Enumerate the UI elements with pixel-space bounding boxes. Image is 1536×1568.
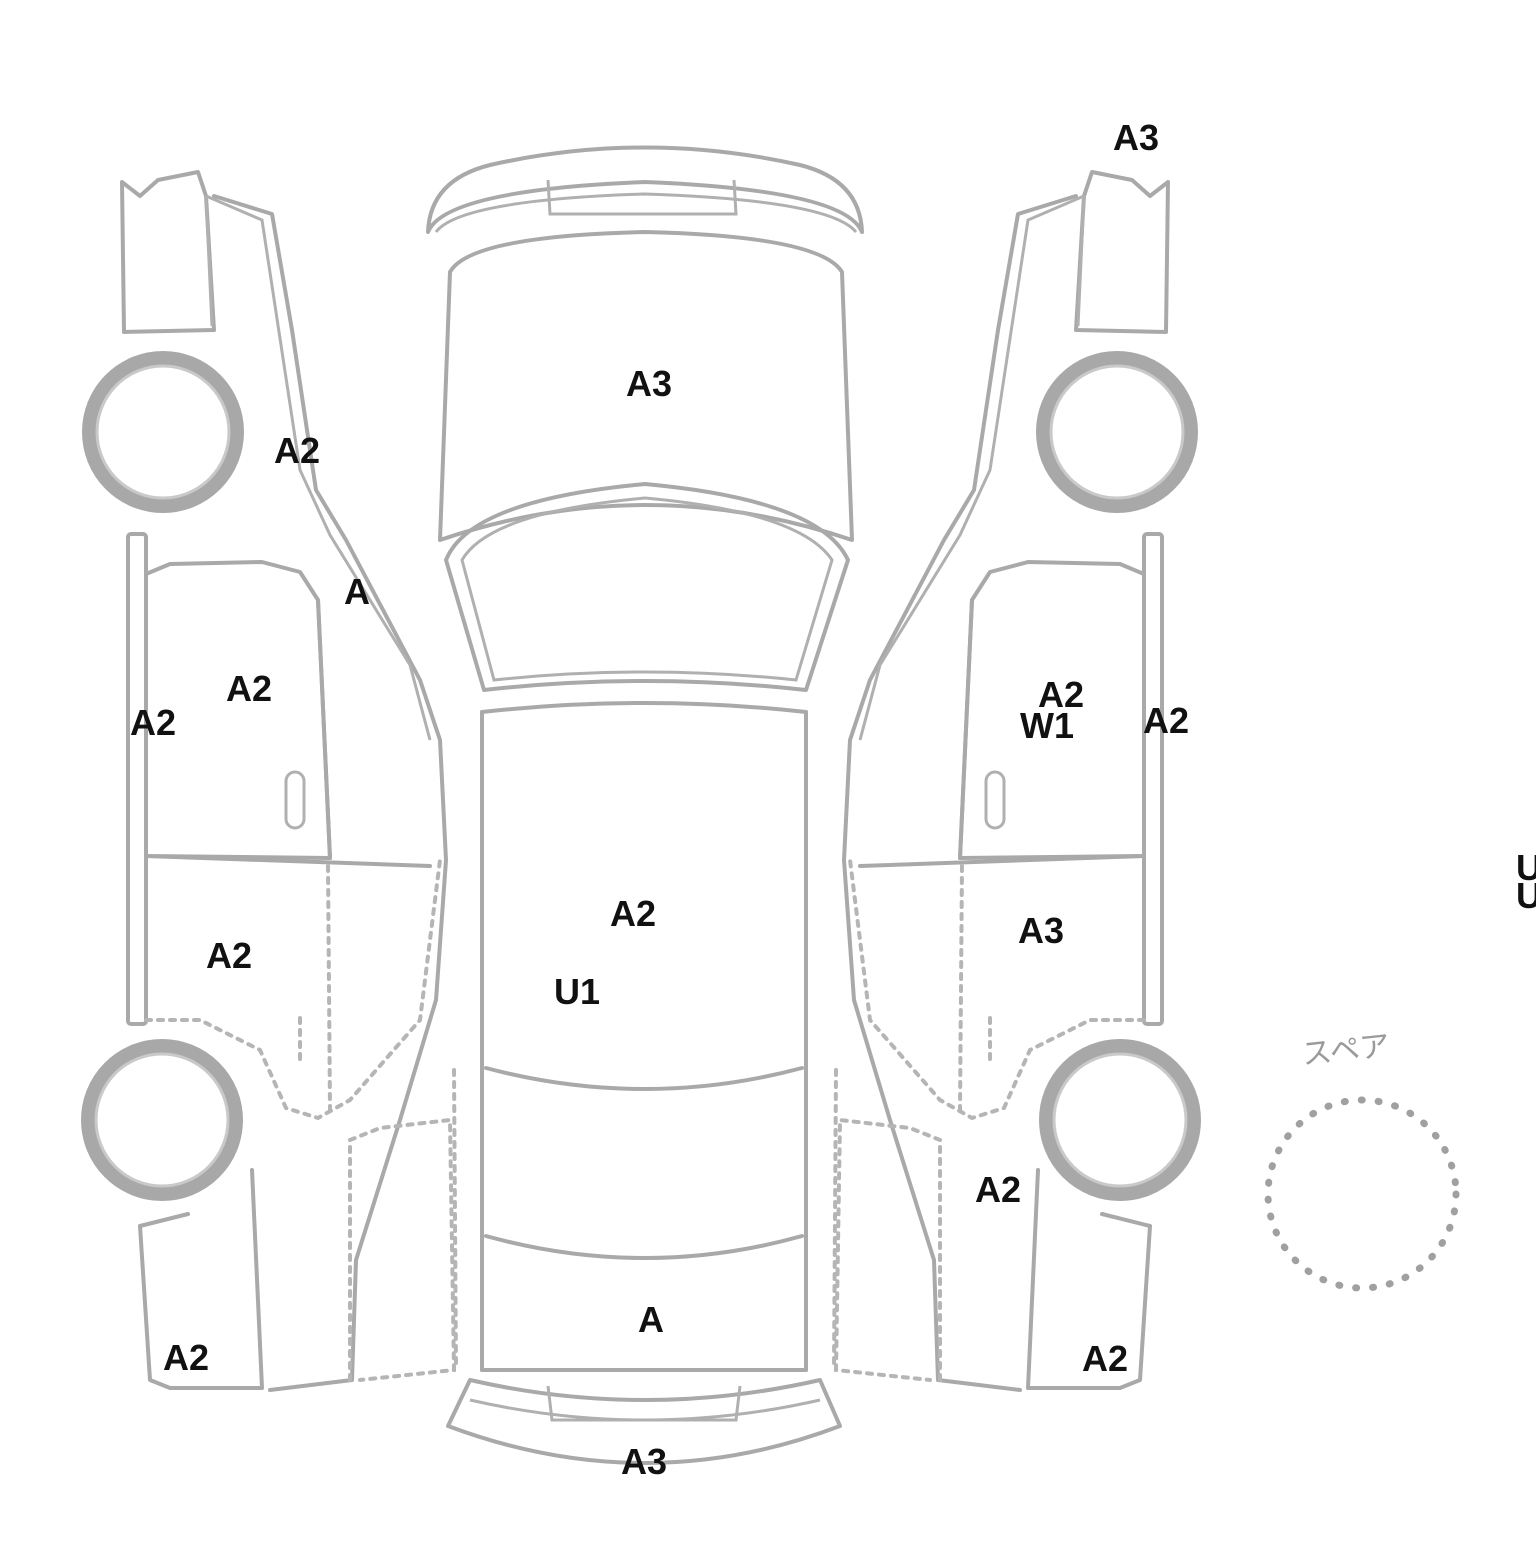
- label-roof: A2: [610, 893, 657, 934]
- right-rear-quarter-outline: [1026, 1168, 1152, 1390]
- label-hood: A3: [626, 363, 673, 404]
- label-left-a-pillar: A: [344, 571, 370, 612]
- left-rocker-outline: [126, 532, 148, 1026]
- label-right-rear-door: A3: [1018, 910, 1065, 951]
- label-right-front-door-secondary: W1: [1020, 705, 1074, 746]
- rear-window-outline: [484, 1066, 804, 1091]
- label-right-front-fender: A3: [1113, 117, 1160, 158]
- top-view: [426, 145, 864, 1465]
- hood-outline: [438, 230, 854, 542]
- label-rear-bumper: A3: [621, 1441, 668, 1482]
- right-front-fender-outline: [842, 194, 1078, 1392]
- label-cut-off-1: U: [1516, 850, 1536, 888]
- left-front-tire: [82, 351, 244, 513]
- left-rear-door-dashed: [144, 858, 442, 1121]
- label-cut-off-2: U: [1516, 875, 1536, 916]
- label-right-rocker: A2: [1143, 700, 1190, 741]
- rear-bumper-outline: [446, 1378, 842, 1465]
- spare-label: スペア: [1300, 1028, 1392, 1073]
- label-left-front-door: A2: [226, 668, 273, 709]
- left-front-bumper-outline: [120, 170, 216, 334]
- label-left-rocker: A2: [130, 702, 177, 743]
- right-side-view: [832, 170, 1170, 1392]
- left-rear-tire: [81, 1039, 243, 1201]
- right-door-handle-outline: [984, 770, 1006, 830]
- windshield-outline: [444, 482, 850, 692]
- spare-tire-outline: [1264, 1096, 1460, 1292]
- front-bumper-outline: [426, 145, 864, 234]
- label-left-front-fender: A2: [274, 430, 321, 471]
- roof-outline: [480, 701, 808, 1372]
- left-side-view: [120, 170, 458, 1392]
- label-left-rear-quarter: A2: [163, 1337, 210, 1378]
- right-rocker-outline: [1142, 532, 1164, 1026]
- label-roof-secondary: U1: [554, 971, 601, 1012]
- label-left-rear-door: A2: [206, 935, 253, 976]
- label-right-rear-quarter: A2: [1082, 1338, 1129, 1379]
- label-right-front-door: A2: [1038, 674, 1085, 715]
- left-rear-quarter-outline: [138, 1168, 264, 1390]
- right-front-bumper-outline: [1074, 170, 1170, 334]
- right-rear-tire: [1039, 1039, 1201, 1201]
- cut-off-labels: U U: [1516, 850, 1536, 920]
- left-door-handle-outline: [284, 770, 306, 830]
- label-right-rear-wheel-arch: A2: [975, 1169, 1022, 1210]
- right-rear-door-dashed: [848, 858, 1146, 1121]
- left-front-fender-outline: [212, 194, 448, 1392]
- label-trunk: A: [638, 1299, 664, 1340]
- trunk-outline: [484, 1234, 804, 1260]
- right-front-tire: [1036, 351, 1198, 513]
